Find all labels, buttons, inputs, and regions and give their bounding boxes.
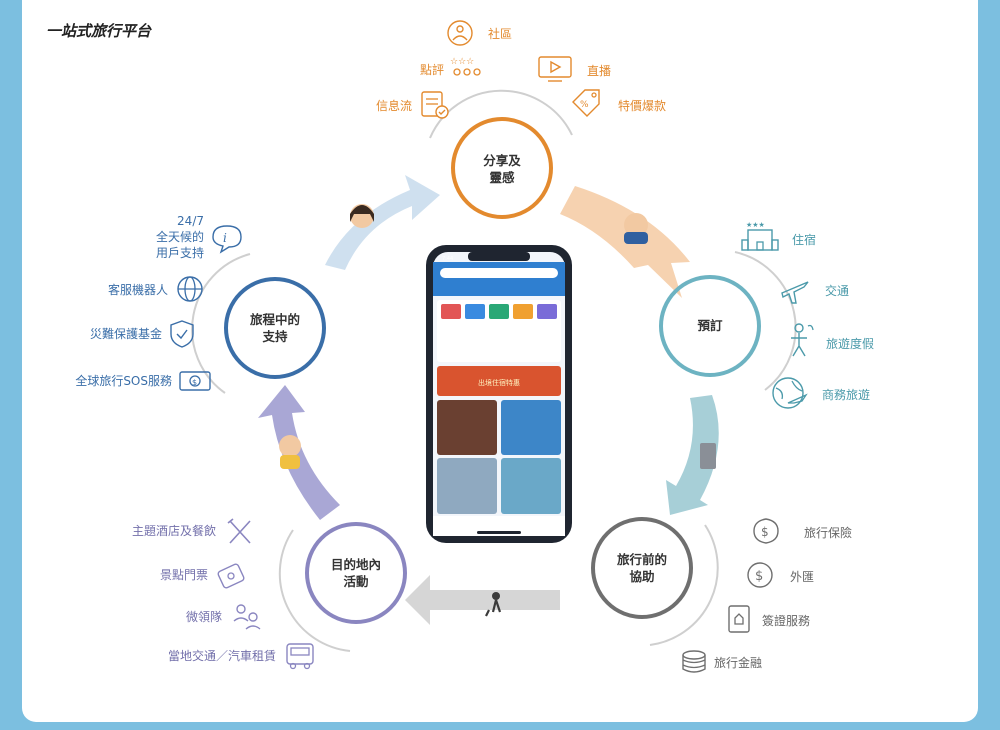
review-icon: ☆☆☆ [450, 57, 481, 76]
label-support-hours: 24/7 [177, 214, 204, 228]
phone-promo-banner: 出境住宿特惠 [478, 378, 520, 387]
hub-share: 分享及靈感 [483, 153, 521, 185]
label-support-user: 用戶支持 [155, 246, 204, 260]
page-title: 一站式旅行平台 [46, 22, 152, 40]
hub-ring-destination [305, 522, 407, 624]
hub-ring-booking [659, 275, 761, 377]
avatar-man-booking [624, 213, 648, 244]
community-icon [447, 20, 473, 46]
hub-ring-pretrip [591, 517, 693, 619]
hub-pretrip: 旅行前的協助 [616, 552, 667, 584]
hub-during: 旅程中的支持 [249, 312, 300, 344]
hub-outer-arc-share [429, 89, 573, 139]
label-insurance: 旅行保險 [804, 526, 853, 540]
label-fund: 災難保護基金 [89, 327, 162, 341]
globe-plane-icon [772, 377, 808, 409]
hub-ring-share [451, 117, 553, 219]
coins-icon [682, 650, 706, 673]
bot-globe-icon [177, 276, 203, 302]
mini-phone-pretrip [700, 443, 716, 469]
label-sos: 全球旅行SOS服務 [75, 374, 172, 388]
svg-text:☆☆☆: ☆☆☆ [450, 57, 474, 67]
label-community: 社區 [488, 27, 513, 41]
avatar-woman [350, 204, 374, 228]
label-transport: 交通 [825, 284, 850, 298]
feed-icon [421, 91, 449, 119]
ticket-icon [217, 563, 245, 589]
hub-outer-arc-booking [734, 251, 797, 391]
cutlery-icon [227, 518, 251, 544]
label-review: 點評 [419, 63, 444, 77]
phone-status-time: 7:44 [442, 256, 453, 262]
label-vacation: 旅遊度假 [826, 337, 875, 351]
flow-arrow-pretrip-to-destination [405, 575, 560, 625]
avatar-walker [485, 592, 502, 617]
label-visa: 簽證服務 [762, 614, 811, 628]
label-support-allday: 全天候的 [155, 230, 204, 244]
sos-icon: $ [179, 371, 211, 391]
svg-text:$: $ [761, 525, 769, 539]
insurance-icon: $ [753, 518, 779, 544]
svg-text:★★★: ★★★ [746, 221, 765, 229]
label-local: 當地交通／汽車租賃 [167, 649, 276, 663]
hub-outer-arc-during [191, 253, 251, 394]
svg-text:$: $ [755, 569, 763, 584]
guide-icon [233, 604, 261, 630]
flow-arrow-destination-to-during [258, 385, 340, 520]
hotel-icon: ★★★ [741, 221, 779, 251]
hub-booking: 預訂 [697, 318, 723, 333]
label-hotel: 住宿 [792, 233, 817, 247]
label-dining: 主題酒店及餐飲 [131, 524, 216, 538]
deals-icon: % [572, 89, 600, 117]
plane-icon [781, 281, 809, 304]
bus-icon [286, 643, 314, 670]
label-business: 商務旅遊 [822, 388, 871, 402]
flow-arrow-during-to-share [325, 175, 440, 270]
hub-ring-during [224, 277, 326, 379]
svg-text:%: % [580, 100, 589, 110]
phone-mockup [426, 245, 572, 543]
flow-arrow-booking-to-pretrip [666, 395, 719, 515]
label-finance: 旅行金融 [714, 656, 763, 670]
support-icon: i [212, 225, 242, 254]
hub-outer-arc-pretrip [649, 524, 719, 646]
hub-outer-arc-destination [278, 529, 351, 652]
shield-icon [170, 320, 194, 348]
label-forex: 外匯 [790, 570, 815, 584]
label-live: 直播 [587, 64, 612, 78]
live-icon [538, 56, 572, 82]
label-bot: 客服機器人 [107, 283, 168, 297]
label-feed: 信息流 [375, 99, 412, 113]
hub-destination: 目的地內活動 [330, 557, 381, 589]
label-guide: 微領隊 [185, 610, 222, 624]
visa-icon [728, 605, 750, 633]
svg-text:$: $ [192, 378, 197, 387]
svg-text:i: i [223, 231, 227, 245]
avatar-traveler [279, 435, 301, 469]
label-tickets: 景點門票 [159, 568, 208, 582]
label-deals: 特價爆款 [618, 99, 667, 113]
forex-icon: $ [747, 562, 773, 588]
vacation-icon [791, 323, 814, 357]
